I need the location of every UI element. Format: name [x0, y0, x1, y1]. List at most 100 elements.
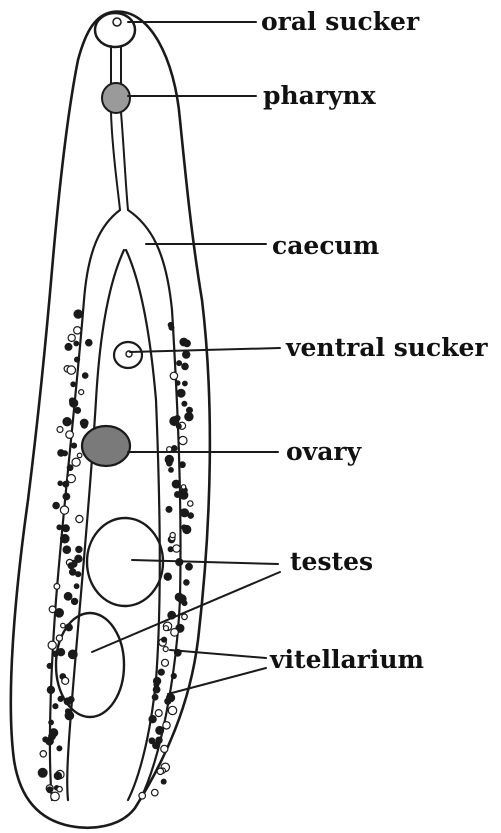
vitellarium-follicle [169, 325, 174, 330]
vitellarium-follicle [66, 624, 73, 631]
vitellarium-follicle [172, 446, 177, 451]
vitellarium-follicle [182, 601, 187, 606]
vitellarium-follicle [49, 720, 54, 725]
vitellarium-follicle [181, 485, 185, 489]
vitellarium-follicle [58, 696, 63, 701]
vitellarium-follicle [65, 344, 72, 351]
vitellarium-follicle [57, 649, 64, 656]
vitellarium-follicle [51, 792, 60, 801]
vitellarium-follicle [77, 453, 82, 458]
label-caecum: caecum [272, 231, 379, 260]
vitellarium-follicle [163, 722, 170, 729]
vitellarium-follicle [170, 533, 175, 538]
vitellarium-follicle [63, 493, 70, 500]
vitellarium-follicle [47, 686, 54, 693]
vitellarium-follicle [180, 491, 188, 499]
vitellarium-follicle [68, 563, 74, 569]
vitellarium-follicle [63, 546, 70, 553]
pharynx [102, 83, 130, 113]
vitellarium-follicle [58, 481, 62, 485]
vitellarium-follicle [74, 310, 82, 318]
vitellarium-follicle [71, 382, 76, 387]
vitellarium-follicle [182, 525, 187, 530]
vitellarium-follicle [152, 789, 159, 796]
vitellarium-follicle [165, 698, 171, 704]
vitellarium-follicle [67, 465, 73, 471]
vitellarium-follicle [180, 462, 186, 468]
vitellarium-follicle [164, 573, 171, 580]
vitellarium-follicle [66, 709, 71, 714]
vitellarium-follicle [47, 787, 53, 793]
vitellarium-follicle [171, 629, 179, 637]
vitellarium-follicle [70, 398, 75, 403]
vitellarium-follicle [183, 381, 188, 386]
label-pharynx: pharynx [263, 81, 377, 110]
vitellarium-follicle [154, 678, 161, 685]
oral-sucker-opening [113, 18, 121, 26]
vitellarium-follicle [72, 443, 77, 448]
vitellarium-follicle [86, 340, 92, 346]
ventral-sucker [114, 342, 142, 368]
vitellarium-follicle [182, 363, 188, 369]
vitellarium-follicle [54, 772, 61, 779]
label-testes: testes [290, 547, 373, 576]
vitellarium-follicle [64, 593, 72, 601]
vitellarium-follicle [53, 502, 59, 508]
vitellarium-follicle [74, 341, 79, 346]
vitellarium-follicle [176, 381, 180, 385]
vitellarium-follicle [161, 779, 166, 784]
vitellarium-follicle [60, 506, 68, 514]
label-oral-sucker: oral sucker [261, 7, 420, 36]
leader-ventral-sucker [130, 348, 280, 352]
oesophagus [111, 46, 128, 210]
vitellarium-follicle [164, 626, 169, 631]
vitellarium-follicle [64, 698, 71, 705]
vitellarium-follicle [181, 509, 189, 517]
vitellarium-follicle [168, 547, 173, 552]
testis-anterior [87, 518, 163, 606]
vitellarium-follicle [184, 580, 189, 585]
vitellarium-follicle [75, 555, 82, 562]
vitellarium-follicle [49, 606, 56, 613]
vitellarium-follicle [79, 390, 84, 395]
vitellarium-follicle [185, 413, 193, 421]
vitellarium-follicle [149, 716, 156, 723]
vitellarium-follicle [68, 334, 75, 341]
vitellarium-follicle [173, 545, 180, 552]
vitellarium-follicle [66, 431, 74, 439]
vitellarium-follicle [48, 641, 56, 649]
vitellarium-follicle [179, 436, 187, 444]
vitellarium-follicle [76, 572, 81, 577]
label-ovary: ovary [286, 437, 363, 466]
vitellarium-follicle [163, 647, 168, 652]
vitellarium-follicle [63, 418, 71, 426]
vitellarium-follicle [61, 535, 69, 543]
vitellarium-follicle [76, 546, 82, 552]
vitellarium-follicle [172, 480, 180, 488]
vitellarium-follicle [61, 623, 66, 628]
vitellarium-follicle [69, 650, 78, 659]
vitellarium-follicle [171, 674, 176, 679]
vitellarium-follicle [63, 481, 69, 487]
vitellarium-follicle [170, 372, 177, 379]
vitellarium-follicle [188, 501, 193, 506]
vitellarium-follicle [75, 408, 81, 414]
vitellarium-follicle [40, 751, 46, 757]
vitellarium-follicle [75, 357, 80, 362]
vitellarium-follicle [183, 351, 190, 358]
vitellarium-follicle [53, 704, 58, 709]
vitellarium-follicle [57, 787, 62, 792]
vitellarium-follicle [158, 669, 164, 675]
vitellarium-follicle [168, 706, 176, 714]
leader-vitellarium-lower [168, 668, 266, 694]
vitellarium-follicle [153, 686, 160, 693]
vitellarium-follicle [46, 738, 53, 745]
vitellarium-follicle [175, 593, 183, 601]
vitellarium-follicle [74, 327, 81, 334]
vitellarium-follicles [38, 310, 193, 801]
vitellarium-follicle [153, 742, 160, 749]
vitellarium-follicle [63, 525, 70, 532]
vitellarium-follicle [72, 458, 80, 466]
vitellarium-follicle [167, 461, 172, 466]
vitellarium-follicle [83, 373, 88, 378]
